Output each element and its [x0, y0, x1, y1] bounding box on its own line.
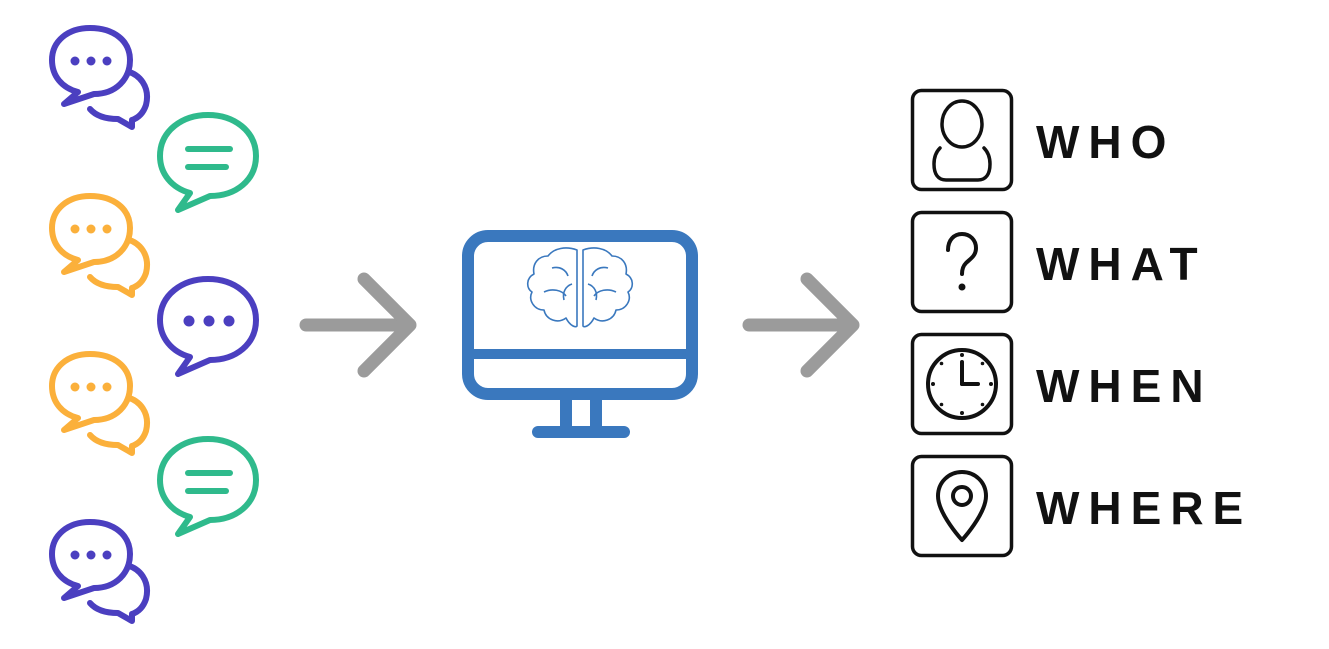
location-pin-icon [910, 454, 1014, 558]
person-icon [910, 88, 1014, 192]
chat-bubbles-icon [49, 519, 155, 624]
chat-bubble-dots-icon [156, 276, 260, 378]
arrow-right-icon [742, 272, 861, 378]
chat-bubble-lines-icon [156, 436, 260, 538]
chat-bubbles-icon [49, 25, 155, 130]
chat-bubbles-icon [49, 193, 155, 298]
output-label: WHO [1036, 116, 1176, 168]
clock-icon [910, 332, 1014, 436]
chat-bubbles-icon [49, 351, 155, 456]
output-label: WHERE [1036, 482, 1253, 534]
chat-bubble-lines-icon [156, 112, 260, 214]
output-label: WHEN [1036, 360, 1213, 412]
output-label: WHAT [1036, 238, 1207, 290]
question-icon [910, 210, 1014, 314]
arrow-right-icon [299, 272, 418, 378]
computer-brain-icon [462, 230, 698, 440]
